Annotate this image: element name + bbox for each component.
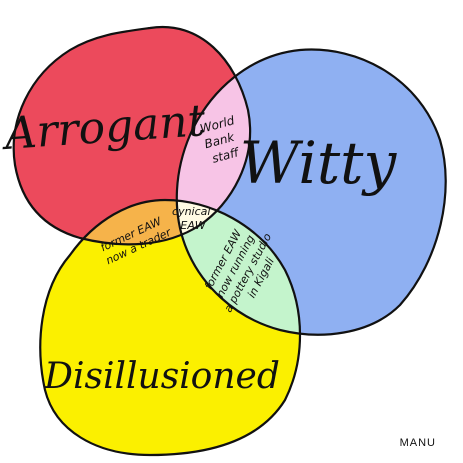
label-witty: Witty [240, 129, 398, 197]
label-all-three: cynical EAW [172, 205, 214, 232]
artist-signature: MANU [400, 437, 436, 449]
label-disillusioned: Disillusioned [43, 356, 280, 397]
